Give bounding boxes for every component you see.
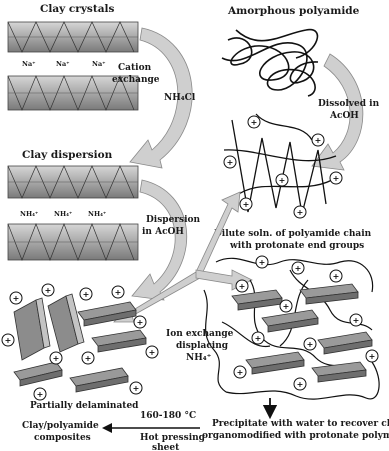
amorphous-polyamide-tangle — [222, 30, 318, 96]
cation-exchange-label: exchange — [112, 75, 160, 85]
plus-sign: + — [259, 258, 266, 267]
dispersion-arrow — [132, 180, 187, 300]
plus-sign: + — [45, 286, 52, 295]
composites-label: composites — [34, 433, 91, 443]
plus-sign: + — [307, 340, 314, 349]
dispersion-label: Dispersion — [146, 215, 201, 225]
plus-sign: + — [133, 384, 140, 393]
plus-sign: + — [5, 336, 12, 345]
dilute-solution-label: with protonate end groups — [229, 241, 364, 251]
na-ion-label: Na⁺ — [56, 60, 70, 68]
hot-pressing-arrow — [102, 423, 200, 433]
plus-sign: + — [279, 176, 286, 185]
plus-sign: + — [37, 390, 44, 399]
clay-dispersion-layer-bottom — [8, 224, 138, 260]
plus-sign: + — [115, 288, 122, 297]
nh4-ion-label: NH₄⁺ — [20, 210, 38, 218]
plus-sign: + — [353, 316, 360, 325]
plus-sign: + — [295, 264, 302, 273]
plus-sign: + — [255, 334, 262, 343]
dissolved-label: Dissolved in — [318, 99, 380, 109]
clay-crystals-label: Clay crystals — [40, 3, 114, 15]
plus-sign: + — [227, 158, 234, 167]
dispersion-label: in AcOH — [142, 227, 184, 237]
plus-sign: + — [251, 118, 258, 127]
organoclay-plates — [232, 284, 372, 382]
plus-sign: + — [149, 348, 156, 357]
nh4-ion-label: NH₄⁺ — [54, 210, 72, 218]
partially-delaminated-label: Partially delaminated — [30, 401, 139, 411]
plus-sign: + — [239, 282, 246, 291]
plus-sign: + — [13, 294, 20, 303]
plus-sign: + — [53, 354, 60, 363]
na-ion-label: Na⁺ — [22, 60, 36, 68]
hot-pressing-label: Hot pressing — [140, 433, 206, 443]
clay-dispersion-layer-top — [8, 166, 138, 198]
plus-sign: + — [243, 200, 250, 209]
na-ion-label: Na⁺ — [92, 60, 106, 68]
plus-sign: + — [297, 380, 304, 389]
plus-sign: + — [315, 136, 322, 145]
nh4-ion-label: NH₄⁺ — [88, 210, 106, 218]
composites-label: Clay/polyamide — [22, 421, 99, 431]
plus-sign: + — [369, 352, 376, 361]
clay-crystal-layer-top — [8, 22, 138, 52]
precipitate-label: organomodified with protonate polymers — [202, 431, 389, 441]
delaminated-clay-plates — [14, 294, 146, 392]
ion-exchange-label: displacing — [176, 341, 229, 351]
ion-exchange-label: NH₄⁺ — [186, 353, 212, 363]
precipitate-label: Precipitate with water to recover clay — [212, 419, 389, 429]
plus-sign: + — [333, 174, 340, 183]
ion-exchange-label: Ion exchange — [166, 329, 234, 339]
hot-pressing-label: sheet — [152, 443, 180, 451]
dissolved-label: AcOH — [329, 111, 359, 121]
temperature-label: 160-180 °C — [140, 411, 196, 421]
plus-sign: + — [137, 318, 144, 327]
plus-sign: + — [85, 354, 92, 363]
plus-sign: + — [333, 272, 340, 281]
plus-sign: + — [297, 208, 304, 217]
plus-sign: + — [237, 368, 244, 377]
plus-sign: + — [83, 290, 90, 299]
nh4cl-label: NH₄Cl — [164, 93, 196, 103]
plus-sign: + — [283, 302, 290, 311]
amorphous-polyamide-label: Amorphous polyamide — [227, 5, 360, 17]
clay-dispersion-label: Clay dispersion — [22, 149, 113, 161]
cation-exchange-label: Cation — [118, 63, 152, 73]
dilute-solution-label: Dilute soln. of polyamide chain — [214, 229, 372, 239]
